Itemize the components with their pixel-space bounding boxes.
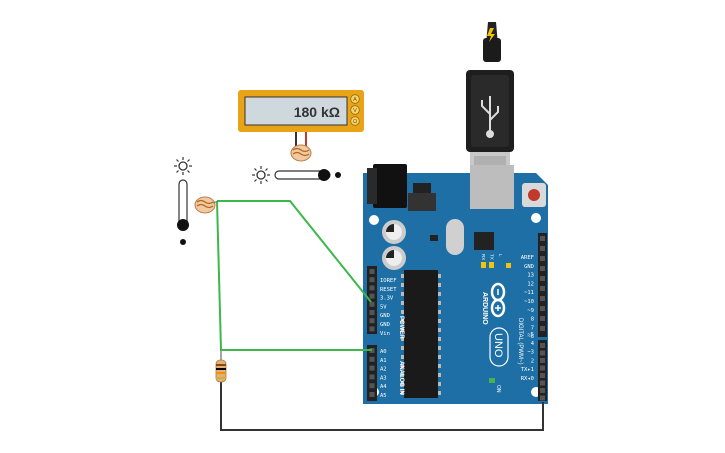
digital-pin-label: RX◂0 bbox=[521, 376, 534, 382]
meter-mode-button[interactable] bbox=[350, 105, 360, 115]
resistor[interactable] bbox=[215, 350, 227, 383]
arduino-logo-icon bbox=[490, 282, 506, 318]
digital-pin-label: AREF bbox=[521, 255, 534, 261]
digital-pin-label: 7 bbox=[531, 325, 534, 331]
analog-pin-label: A0 bbox=[380, 349, 387, 355]
light-slider-horizontal[interactable] bbox=[252, 166, 341, 184]
led-label: TX bbox=[490, 254, 495, 260]
usb-port bbox=[470, 165, 514, 209]
digital-pin-label: 8 bbox=[531, 317, 534, 323]
sun-icon bbox=[252, 166, 270, 184]
digital-pin-label: ~10 bbox=[524, 299, 534, 305]
multimeter-reading: 180 kΩ bbox=[294, 104, 340, 120]
digital-pin-label: GND bbox=[524, 264, 534, 270]
meter-mode-button[interactable] bbox=[350, 116, 360, 126]
photoresistor-meter[interactable] bbox=[290, 144, 312, 162]
power-pin-label: 5V bbox=[380, 304, 387, 310]
digital-pin-label: TX▸1 bbox=[521, 367, 534, 373]
usb-chip bbox=[474, 232, 494, 250]
analog-pin-label: A1 bbox=[380, 358, 387, 364]
power-bolt-icon bbox=[487, 28, 495, 42]
on-label: ON bbox=[495, 385, 501, 393]
usb-icon bbox=[481, 96, 499, 138]
wire-gnd[interactable] bbox=[220, 382, 544, 431]
analog-pin-label: A3 bbox=[380, 375, 387, 381]
sun-icon bbox=[174, 157, 192, 175]
power-jack bbox=[373, 164, 407, 208]
analog-pin-label: A4 bbox=[380, 384, 387, 390]
multimeter[interactable]: 180 kΩ AVΩ bbox=[238, 90, 364, 146]
meter-mode-label: A bbox=[353, 97, 357, 103]
power-pin-label: GND bbox=[380, 313, 390, 319]
meter-mode-label: V bbox=[353, 108, 357, 114]
power-pin-label: 3.3V bbox=[380, 296, 394, 302]
led-label: L bbox=[498, 254, 503, 257]
power-label: POWER bbox=[398, 316, 404, 339]
digital-pin-label: 12 bbox=[527, 281, 534, 287]
analog-pin-label: A5 bbox=[380, 393, 387, 399]
capacitor bbox=[382, 246, 406, 270]
slider-knob[interactable] bbox=[318, 169, 330, 181]
power-pin-label: Vin bbox=[380, 331, 390, 337]
digital-pin-label: ~6 bbox=[527, 334, 534, 340]
brand-label: ARDUINO bbox=[481, 292, 488, 325]
digital-pin-label: ~9 bbox=[527, 308, 534, 314]
digital-pin-label: ~5 bbox=[527, 332, 534, 338]
model-label: UNO bbox=[492, 333, 504, 358]
analog-header bbox=[367, 345, 377, 401]
capacitor bbox=[382, 220, 406, 244]
power-pin-label: GND bbox=[380, 322, 390, 328]
meter-mode-label: Ω bbox=[353, 119, 357, 125]
photoresistor[interactable] bbox=[194, 196, 219, 214]
wire-5v[interactable] bbox=[217, 200, 372, 303]
digital-pin-label: ~3 bbox=[527, 350, 534, 356]
analog-pin-label: A2 bbox=[380, 367, 387, 373]
digital-pin-label: 13 bbox=[527, 273, 534, 279]
power-led bbox=[489, 378, 495, 383]
meter-mode-button[interactable] bbox=[350, 94, 360, 104]
multimeter-display bbox=[244, 96, 348, 126]
digital-label: DIGITAL (PWM~) bbox=[517, 318, 523, 365]
digital-pin-label: ~11 bbox=[524, 290, 534, 296]
light-slider-vertical[interactable] bbox=[174, 157, 192, 245]
power-header bbox=[367, 266, 377, 334]
digital-pin-label: 4 bbox=[531, 341, 535, 347]
power-pin-label: RESET bbox=[380, 287, 397, 293]
digital-pin-label: 2 bbox=[531, 358, 534, 364]
digital-header-upper bbox=[538, 233, 547, 337]
crystal bbox=[446, 219, 464, 255]
power-pin-label: IOREF bbox=[380, 278, 397, 284]
analog-in-label: ANALOG IN bbox=[398, 361, 404, 395]
atmega-chip bbox=[404, 270, 438, 398]
led-label: RX bbox=[481, 254, 486, 260]
slider-knob[interactable] bbox=[177, 219, 189, 231]
